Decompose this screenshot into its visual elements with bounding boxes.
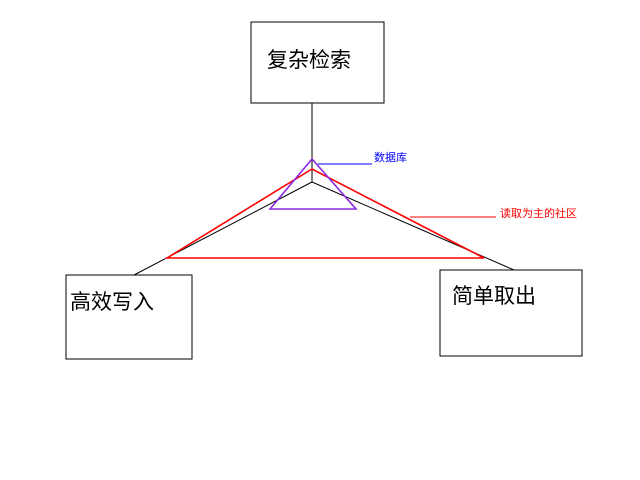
node-label-simple-fetch: 简单取出 (452, 284, 536, 308)
annotation-read-community: 读取为主的社区 (500, 206, 577, 220)
axis-right (311, 181, 515, 271)
node-box-right (439, 269, 583, 357)
red-triangle-community (164, 168, 485, 259)
axis-left (133, 181, 313, 276)
node-label-efficient-write: 高效写入 (70, 290, 154, 314)
node-label-complex-retrieval: 复杂检索 (267, 48, 351, 72)
node-box-left (65, 274, 193, 360)
purple-triangle-database (268, 157, 358, 210)
node-box-top (250, 21, 385, 104)
annotation-database: 数据库 (374, 150, 407, 164)
